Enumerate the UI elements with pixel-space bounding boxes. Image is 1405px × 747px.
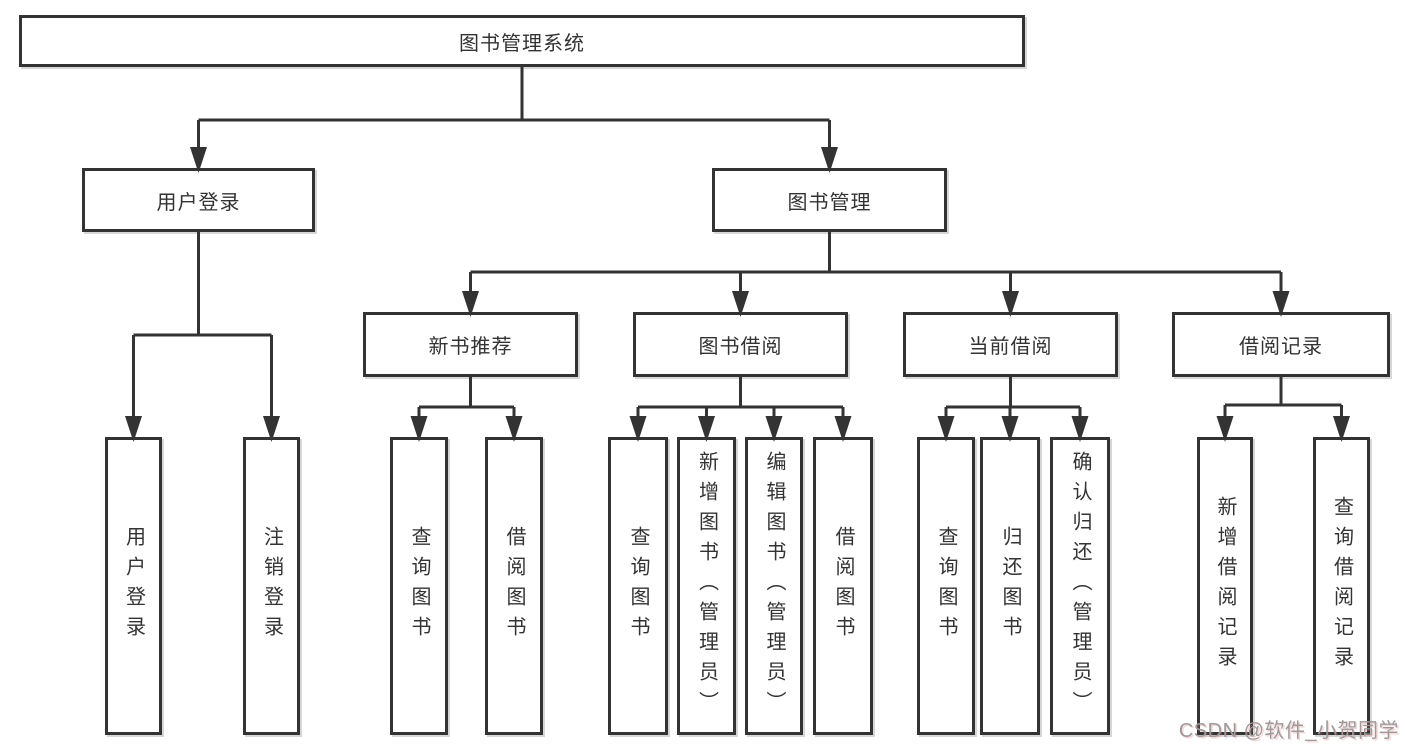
csdn-watermark: CSDN @软件_小贺同学 [1178, 720, 1399, 742]
node-new-book-recommend: 新书推荐 [363, 312, 578, 377]
node-root-label: 图书管理系统 [459, 32, 585, 55]
node-book-borrow-label: 图书借阅 [698, 336, 783, 358]
leaf-borrow-books: 借阅图书 [813, 437, 873, 735]
leaf-edit-books-admin: 编辑图书（管理员） [745, 437, 803, 735]
leaf-borrow-books-newbook-label: 借阅图书 [503, 526, 525, 646]
node-current-borrow-label: 当前借阅 [968, 336, 1053, 358]
leaf-query-books-current: 查询图书 [917, 437, 975, 735]
node-user-login-label: 用户登录 [156, 191, 241, 214]
leaf-confirm-return-admin-label: 确认归还（管理员） [1069, 451, 1091, 721]
node-borrow-records-label: 借阅记录 [1239, 336, 1323, 358]
leaf-logout: 注销登录 [243, 437, 300, 735]
leaf-edit-books-admin-label: 编辑图书（管理员） [763, 451, 785, 721]
leaf-user-login: 用户登录 [105, 437, 162, 735]
leaf-query-books-newbook: 查询图书 [390, 437, 448, 735]
leaf-logout-label: 注销登录 [260, 526, 283, 646]
node-book-borrow: 图书借阅 [633, 312, 848, 377]
node-new-book-recommend-label: 新书推荐 [428, 336, 513, 358]
node-borrow-records: 借阅记录 [1172, 312, 1390, 377]
leaf-borrow-books-label: 借阅图书 [832, 526, 854, 646]
leaf-add-borrow-record-label: 新增借阅记录 [1214, 496, 1236, 676]
node-root: 图书管理系统 [19, 15, 1025, 67]
leaf-query-borrow-record-label: 查询借阅记录 [1330, 496, 1353, 676]
node-book-management: 图书管理 [712, 168, 947, 232]
leaf-query-books-newbook-label: 查询图书 [408, 526, 430, 646]
leaf-confirm-return-admin: 确认归还（管理员） [1050, 437, 1110, 735]
leaf-query-books-current-label: 查询图书 [935, 526, 957, 646]
leaf-add-books-admin: 新增图书（管理员） [677, 437, 736, 735]
leaf-query-books-borrow-label: 查询图书 [627, 526, 649, 646]
leaf-return-books-label: 归还图书 [999, 526, 1021, 646]
leaf-add-books-admin-label: 新增图书（管理员） [695, 451, 718, 721]
leaf-borrow-books-newbook: 借阅图书 [485, 437, 543, 735]
leaf-add-borrow-record: 新增借阅记录 [1197, 437, 1253, 735]
node-user-login: 用户登录 [82, 168, 315, 232]
leaf-user-login-label: 用户登录 [122, 526, 145, 646]
node-book-management-label: 图书管理 [787, 191, 872, 214]
node-current-borrow: 当前借阅 [903, 312, 1118, 377]
leaf-query-borrow-record: 查询借阅记录 [1313, 437, 1370, 735]
leaf-query-books-borrow: 查询图书 [608, 437, 668, 735]
leaf-return-books: 归还图书 [980, 437, 1040, 735]
